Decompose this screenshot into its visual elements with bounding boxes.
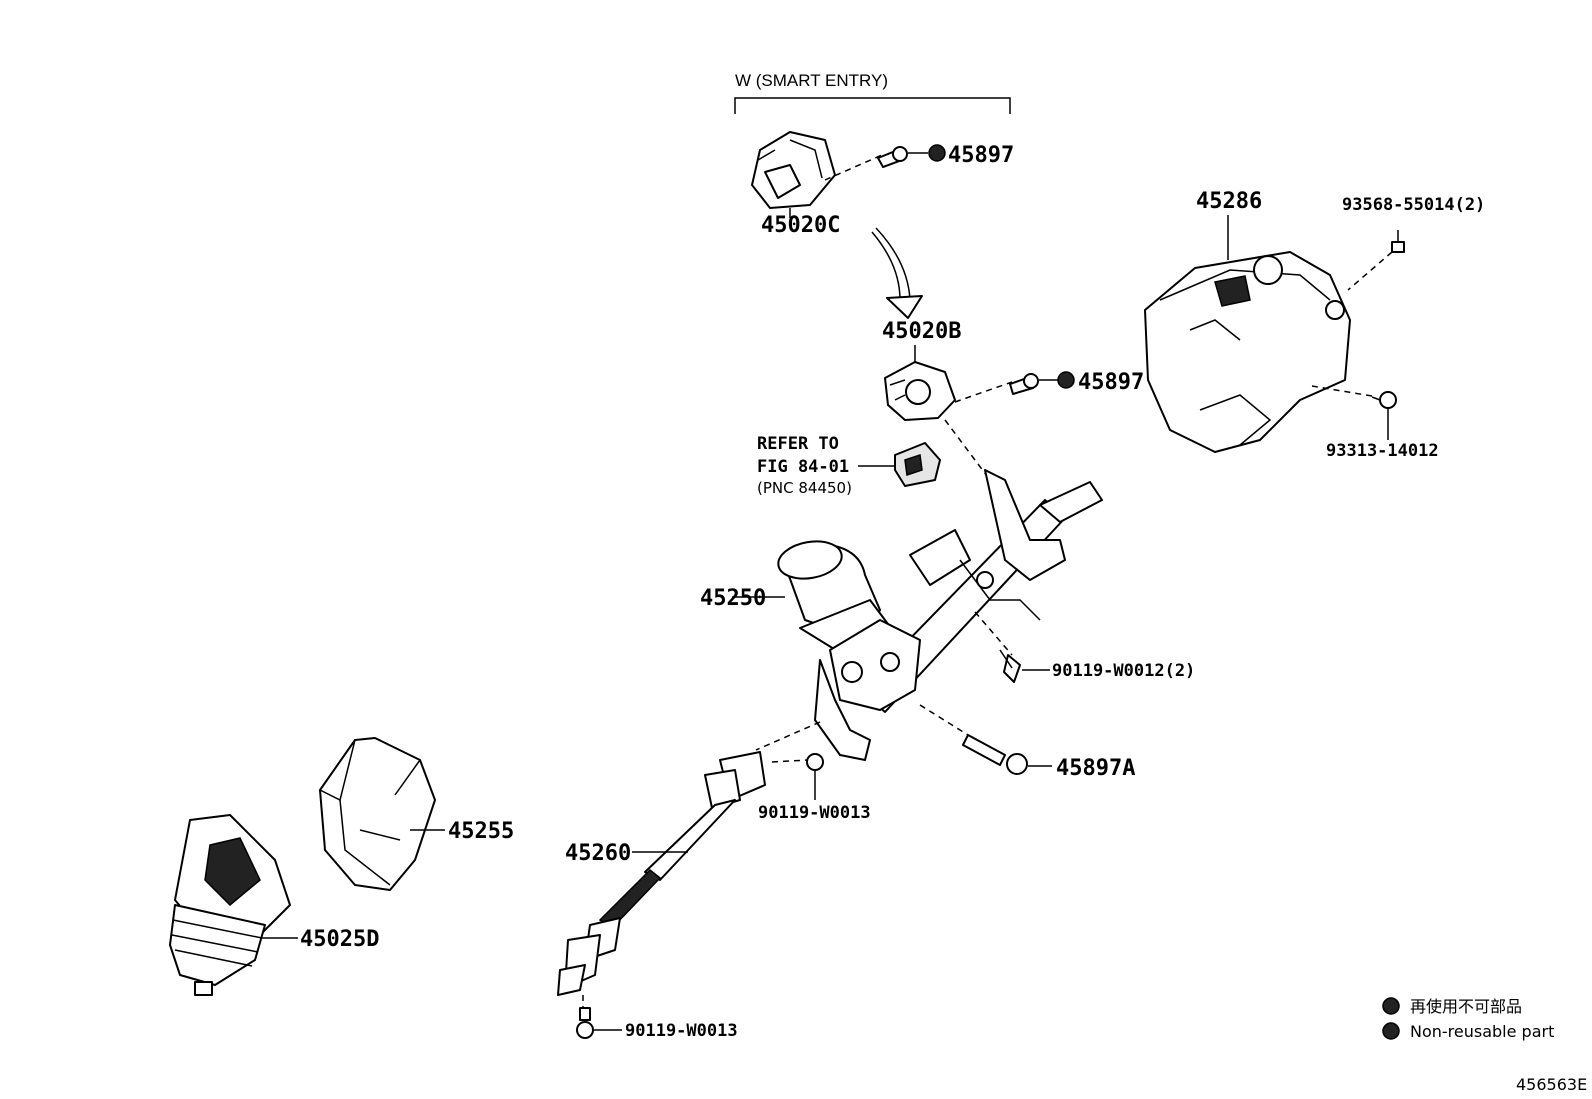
variant-bracket [734, 97, 1011, 114]
arrow-line [875, 227, 911, 301]
part-number-90119-w0012: 90119-W0012(2) [1052, 661, 1195, 681]
part-number-45250: 45250 [700, 586, 766, 611]
ignition-lock-housing-45020b [884, 361, 956, 421]
part-number-45020c: 45020C [761, 213, 840, 238]
ignition-lock-housing-45020c [751, 131, 836, 209]
screw-45897-mid [1009, 373, 1039, 395]
legend-japanese: 再使用不可部品 [1410, 997, 1522, 1016]
steering-column-cover-45286 [1144, 251, 1351, 453]
part-number-45897-top: 45897 [948, 143, 1014, 168]
illustration-id: 456563E [1516, 1075, 1587, 1094]
hole-cover-45255 [319, 737, 436, 891]
bolt-45897a [962, 734, 1028, 775]
bolt-90119-w0013-bottom [576, 1007, 594, 1039]
leader-dash [944, 419, 991, 481]
non-reusable-mark [1057, 371, 1075, 389]
dust-boot-45025d [169, 814, 291, 996]
bolt-90119-w0013-mid [806, 753, 824, 800]
arrow-line [871, 231, 901, 301]
screw-93313 [1371, 391, 1397, 409]
screw-93568 [1391, 230, 1405, 253]
non-reusable-mark [928, 144, 946, 162]
part-number-93568: 93568-55014(2) [1342, 195, 1485, 215]
leader-dash [771, 759, 809, 763]
part-number-45897-mid: 45897 [1078, 370, 1144, 395]
part-number-90119-w0013-bottom: 90119-W0013 [625, 1021, 738, 1041]
leader-dash [755, 721, 821, 751]
variant-header: W (SMART ENTRY) [735, 71, 888, 90]
part-number-45260: 45260 [565, 841, 631, 866]
legend-bullet-icon [1382, 1022, 1400, 1040]
leader-dash [919, 704, 969, 736]
intermediate-shaft-45260 [557, 751, 766, 996]
leader-dash [974, 611, 1013, 656]
legend-bullet-icon [1382, 997, 1400, 1015]
steering-column-assembly-45250 [777, 469, 1103, 761]
screw-45897-top [877, 146, 908, 168]
part-number-93313: 93313-14012 [1326, 441, 1439, 461]
part-number-45020b: 45020B [882, 319, 961, 344]
bolt-90119-w0012 [999, 649, 1021, 683]
legend: 再使用不可部品 Non-reusable part [1382, 997, 1554, 1041]
part-number-45255: 45255 [448, 819, 514, 844]
legend-english: Non-reusable part [1410, 1022, 1554, 1041]
leader-dash [1347, 251, 1393, 291]
reference-line-3: (PNC 84450) [757, 479, 852, 497]
arrow-head-icon [886, 295, 923, 319]
part-number-45286: 45286 [1196, 189, 1262, 214]
reference-line-2: FIG 84-01 [757, 457, 849, 477]
part-number-45897a: 45897A [1056, 756, 1135, 781]
part-number-90119-w0013-mid: 90119-W0013 [758, 803, 871, 823]
part-number-45025d: 45025D [300, 927, 379, 952]
leader-dash [954, 381, 1013, 403]
reference-line-1: REFER TO [757, 434, 839, 454]
switch-connector-part [894, 442, 941, 487]
